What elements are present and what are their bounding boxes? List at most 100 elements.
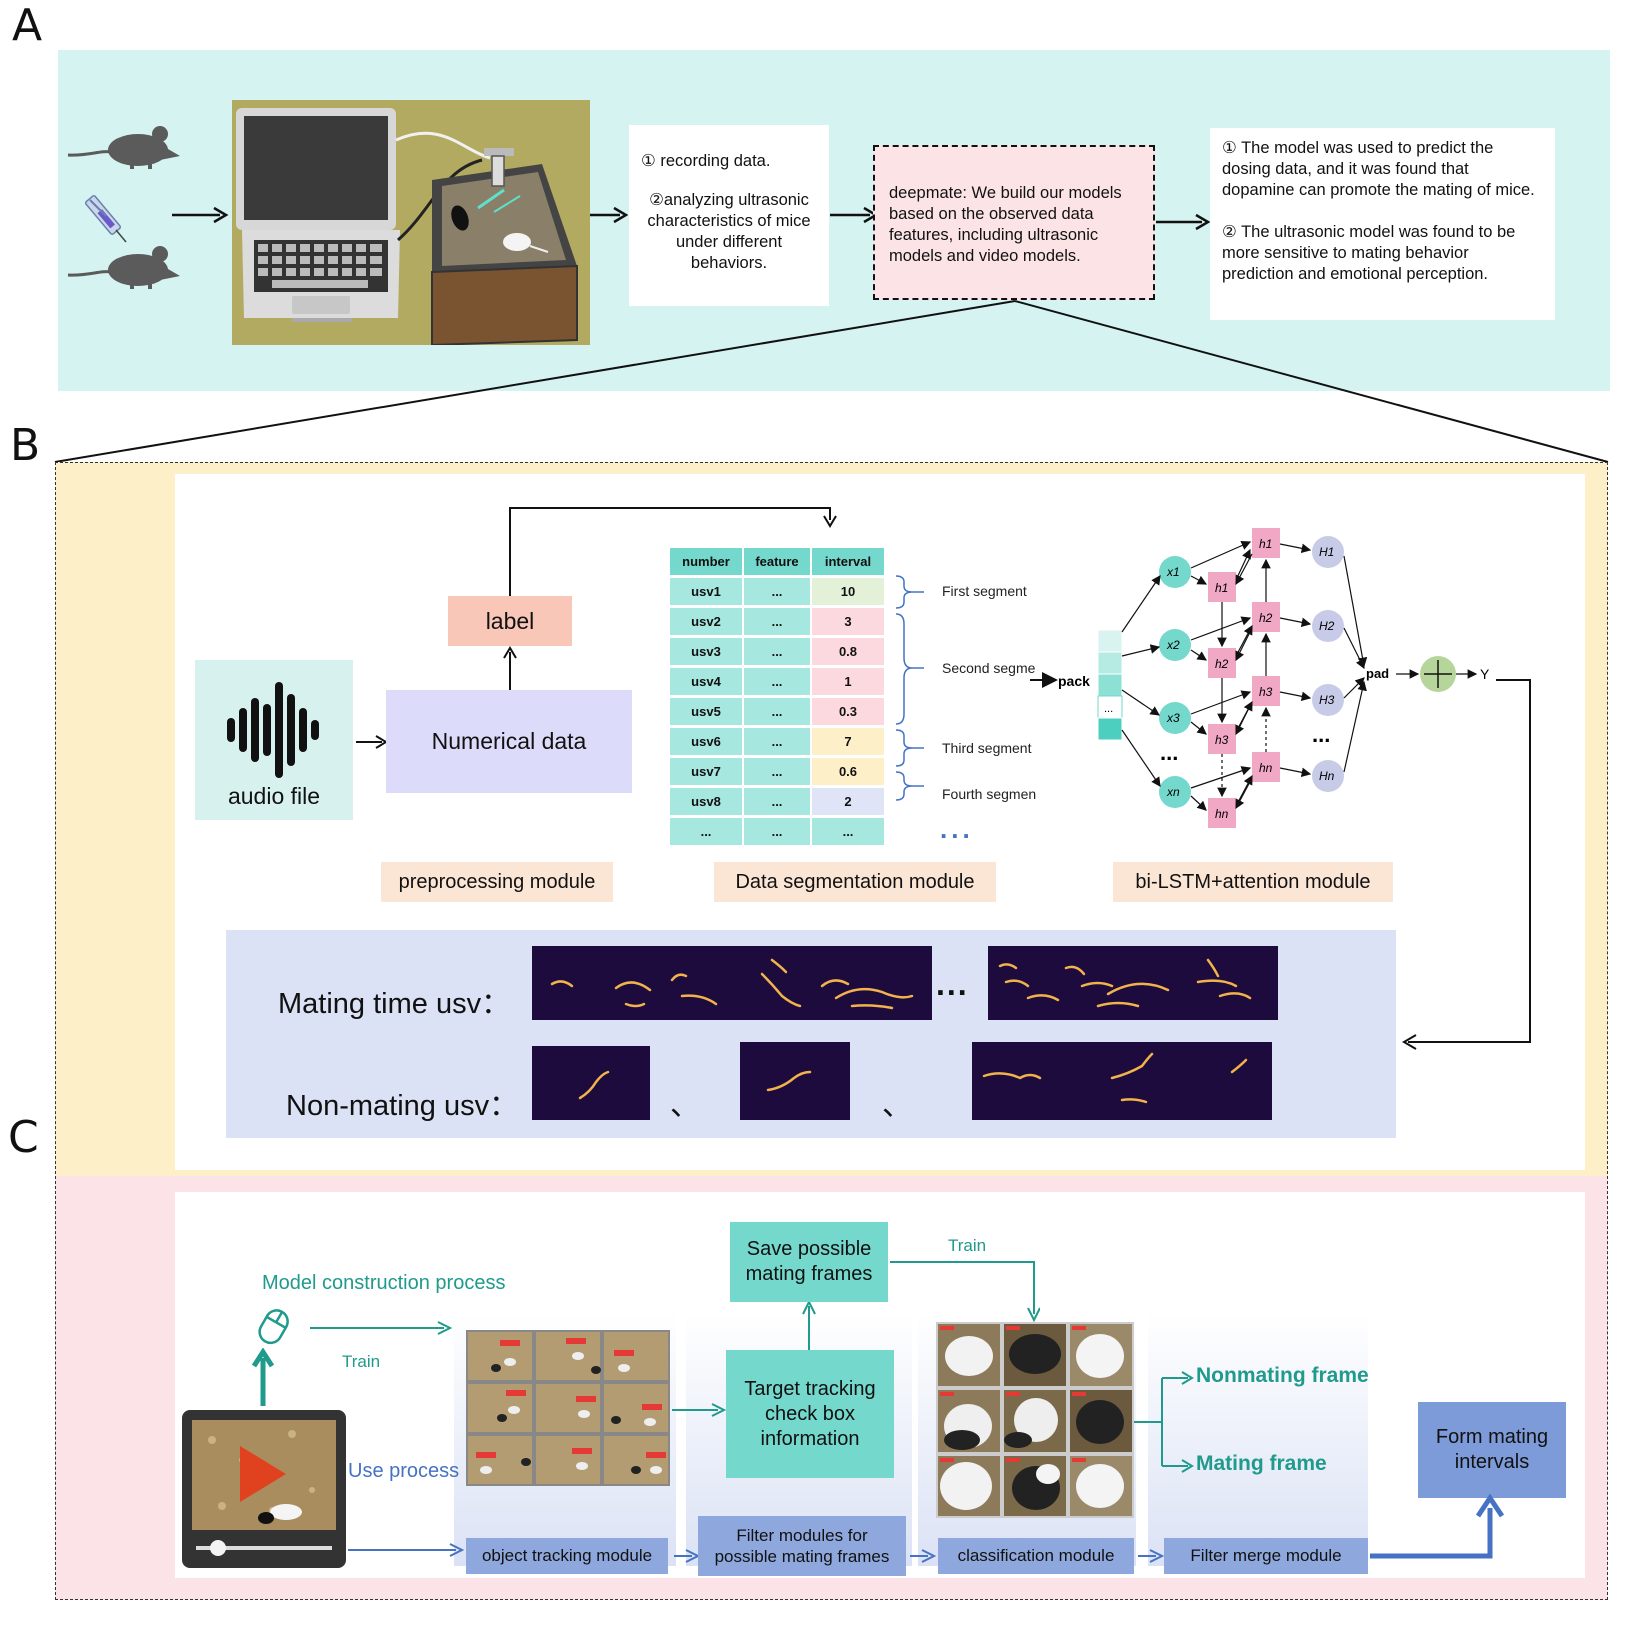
object-tracking-module-label: object tracking module xyxy=(466,1538,668,1574)
arrow-to-results xyxy=(1156,213,1211,231)
table-cell: usv4 xyxy=(670,668,742,695)
nonmating-usv-label: Non-mating usv： xyxy=(286,1090,519,1122)
table-cell: 0.3 xyxy=(812,698,884,725)
object-tracking-grid xyxy=(466,1330,670,1486)
table-cell: ... xyxy=(744,578,810,605)
results-card-line2: ② The ultrasonic model was found to be m… xyxy=(1222,223,1516,283)
train-label-2: Train xyxy=(948,1236,987,1255)
panel-letter-a: A xyxy=(12,0,43,51)
panel-letter-c: C xyxy=(8,1112,39,1163)
target-tracking-box: Target tracking check box information xyxy=(726,1350,894,1478)
recording-card-line1: ① recording data. xyxy=(641,152,771,170)
x-nodes xyxy=(1159,556,1191,808)
classification-module-label: classification module xyxy=(938,1538,1134,1574)
segment-label-first: First segment xyxy=(942,583,1027,599)
mating-spectrogram-2 xyxy=(988,946,1278,1020)
mice-illustration xyxy=(67,126,180,289)
train-label-1: Train xyxy=(342,1352,381,1371)
nonmating-spectrogram-1 xyxy=(532,1046,650,1120)
table-cell: ... xyxy=(744,788,810,815)
filter-possible-frames-module-label: Filter modules for possible mating frame… xyxy=(698,1516,906,1576)
segment-label-second: Second segme xyxy=(942,660,1036,676)
arrow-merge-to-intervals xyxy=(1370,1494,1505,1559)
table-header-interval: interval xyxy=(812,548,884,575)
h-node-label: h3 xyxy=(1215,733,1229,747)
mating-usv-label: Mating time usv： xyxy=(278,988,511,1020)
table-cell: 7 xyxy=(812,728,884,755)
recording-setup-image xyxy=(232,100,590,345)
arrow-label-to-table xyxy=(509,507,837,596)
nonmating-spectrogram-3 xyxy=(972,1042,1272,1120)
table-cell: ... xyxy=(744,668,810,695)
module-column-bg xyxy=(1148,1312,1368,1566)
model-construction-label: Model construction process xyxy=(262,1272,506,1294)
waveform-icon xyxy=(227,682,319,778)
table-cell: ... xyxy=(744,698,810,725)
form-intervals-box: Form mating intervals xyxy=(1418,1402,1566,1498)
recording-card: ① recording data. ②analyzing ultrasonic … xyxy=(629,125,829,306)
table-cell: ... xyxy=(744,728,810,755)
h-node-label: h2 xyxy=(1259,611,1273,625)
x-node-label: xn xyxy=(1166,785,1180,799)
table-cell: ... xyxy=(744,758,810,785)
recording-card-line2: ②analyzing ultrasonic characteristics of… xyxy=(647,191,811,272)
h-node-label: h1 xyxy=(1215,581,1228,595)
zoom-lines xyxy=(54,300,1609,463)
H-node-label: H2 xyxy=(1319,619,1335,633)
arrow-module-2-3 xyxy=(910,1549,937,1563)
table-cell: usv7 xyxy=(670,758,742,785)
arrow-module-3-4 xyxy=(1138,1549,1165,1563)
table-cell: 1 xyxy=(812,668,884,695)
audio-file-box: audio file xyxy=(195,660,353,820)
H-node-label: H3 xyxy=(1319,693,1335,707)
usv-table: number feature interval usv1 ... 10 usv2… xyxy=(670,548,886,846)
segment-more-dots: ... xyxy=(940,814,974,844)
segment-braces xyxy=(895,575,924,801)
mouse-icon xyxy=(67,126,180,169)
arrow-to-setup xyxy=(172,206,229,224)
label-box: label xyxy=(448,596,572,646)
separator: 、 xyxy=(882,1089,912,1122)
audio-file-label: audio file xyxy=(227,782,321,809)
data-segmentation-module-label: Data segmentation module xyxy=(714,862,996,902)
x-node-label: x2 xyxy=(1166,638,1180,652)
h-node-label: h2 xyxy=(1215,657,1229,671)
nonmating-frame-label: Nonmating frame xyxy=(1196,1364,1369,1387)
H-node-label: Hn xyxy=(1319,769,1335,783)
mating-spectrogram-1 xyxy=(532,946,932,1020)
table-cell: usv2 xyxy=(670,608,742,635)
syringe-icon xyxy=(84,195,127,243)
classification-grid xyxy=(936,1322,1134,1518)
h-node-label: h3 xyxy=(1259,685,1273,699)
pack-label: pack xyxy=(1058,673,1090,689)
table-header-number: number xyxy=(670,548,742,575)
bilstm-attention-module-label: bi-LSTM+attention module xyxy=(1113,862,1393,902)
table-cell: ... xyxy=(744,608,810,635)
table-cell: ... xyxy=(744,818,810,845)
h-node-label: h1 xyxy=(1259,537,1272,551)
segment-label-third: Third segment xyxy=(942,740,1032,756)
panel-letter-b: B xyxy=(10,420,41,471)
save-frames-box: Save possible mating frames xyxy=(730,1222,888,1302)
x-node-label: x3 xyxy=(1166,711,1180,725)
use-process-label: Use process xyxy=(348,1460,460,1482)
table-cell: ... xyxy=(812,818,884,845)
arrow-mouse-to-tracking xyxy=(310,1321,453,1335)
arrow-tracking-to-save xyxy=(802,1300,816,1350)
arrow-video-to-tracking-module xyxy=(348,1543,465,1557)
pad-label: pad xyxy=(1366,666,1389,681)
results-card-line1: ① The model was used to predict the dosi… xyxy=(1222,139,1535,199)
nonmating-spectrogram-2 xyxy=(740,1042,850,1120)
separator: 、 xyxy=(670,1089,700,1122)
table-cell: usv6 xyxy=(670,728,742,755)
arrow-to-recording-card xyxy=(590,206,628,224)
video-player-icon xyxy=(182,1410,346,1568)
table-cell: usv3 xyxy=(670,638,742,665)
arrow-save-to-classification xyxy=(890,1261,1040,1323)
h-node-label: hn xyxy=(1215,807,1229,821)
table-cell: ... xyxy=(744,638,810,665)
filter-merge-module-label: Filter merge module xyxy=(1164,1538,1368,1574)
deepmate-text: deepmate: We build our models based on t… xyxy=(889,184,1122,265)
play-icon xyxy=(240,1446,286,1502)
arrow-output-to-usv xyxy=(1402,679,1531,1050)
